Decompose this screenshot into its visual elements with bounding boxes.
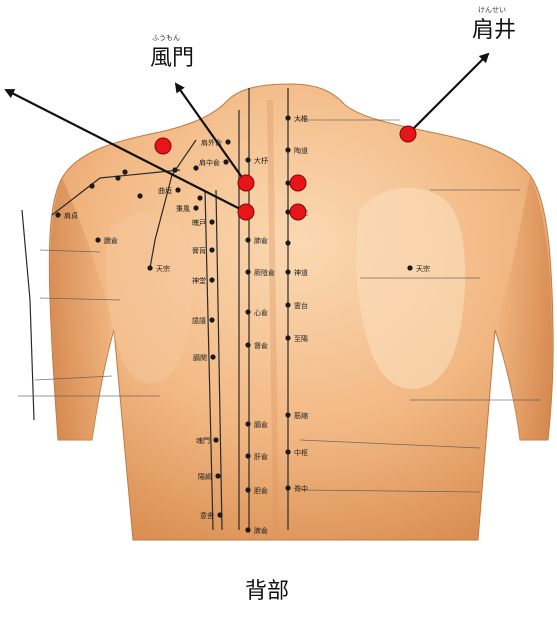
highlight-point-fumon-right (290, 204, 306, 220)
acupoint-dot (122, 169, 127, 174)
acupoint-dot (223, 159, 228, 164)
acupoint-label: 魂門 (196, 436, 210, 445)
acupoint-dot (209, 247, 214, 252)
acupoint-label: 胆兪 (254, 486, 268, 495)
acupoint-dot (193, 165, 198, 170)
acupoint-dot (95, 237, 100, 242)
acupoint-label: 意舎 (200, 511, 214, 520)
acupoint-label: 至陽 (294, 334, 308, 343)
acupoint-dot (285, 485, 290, 490)
acupoint-label: 膈兪 (254, 420, 268, 429)
highlight-point-fumon-left-upper (238, 175, 254, 191)
acupoint-dot (245, 527, 250, 532)
acupoint-dot (193, 205, 198, 210)
acupoint-dot (407, 265, 412, 270)
acupoint-label: 神道 (294, 268, 308, 277)
fumon-label: 風門 (150, 40, 194, 72)
acupoint-label: 膏肓 (192, 246, 206, 255)
acupoint-label: 陶道 (294, 146, 308, 155)
acupoint-dot (285, 240, 290, 245)
acupoint-dot (55, 212, 60, 217)
acupoint-label: 魄戸 (192, 218, 206, 227)
acupoint-label: 督兪 (254, 341, 268, 350)
acupoint-label: 陽綱 (198, 472, 212, 481)
acupoint-label: 秉風 (176, 204, 190, 213)
acupoint-dot (175, 187, 180, 192)
acupoint-dot (209, 219, 214, 224)
acupoint-label: 肩中兪 (199, 158, 220, 167)
acupoint-dot (197, 195, 202, 200)
acupoint-dot (210, 354, 215, 359)
acupoint-label: 霊台 (294, 301, 308, 310)
acupoint-dot (172, 167, 177, 172)
acupoint-dot (245, 237, 250, 242)
acupoint-dot (137, 193, 142, 198)
acupoint-dot (245, 269, 250, 274)
acupoint-label: 譩譆 (192, 316, 206, 325)
acupoint-label: 脊中 (294, 484, 308, 493)
acupoint-label: 大椎 (294, 114, 308, 123)
acupoint-label: 膈関 (193, 354, 207, 362)
highlight-point-fumon-left (238, 204, 254, 220)
acupoint-dot (285, 302, 290, 307)
acupoint-label: 筋縮 (294, 411, 308, 420)
acupoint-dot (285, 269, 290, 274)
acupoint-label: 天宗 (416, 264, 430, 273)
acupoint-dot (245, 453, 250, 458)
acupoint-dot (245, 342, 250, 347)
acupoint-dot (245, 421, 250, 426)
acupoint-dot (147, 265, 152, 270)
acupoint-label: 神堂 (192, 276, 206, 285)
acupoint-label: 天宗 (156, 264, 170, 273)
highlight-point-kensei (400, 126, 416, 142)
caption-back: 背部 (245, 573, 289, 605)
acupoint-label: 厥陰兪 (254, 268, 275, 277)
acupoint-label: 肩貞 (64, 211, 78, 220)
acupoint-dot (213, 437, 218, 442)
acupoint-dot (245, 309, 250, 314)
acupoint-label: 中枢 (294, 448, 308, 457)
acupoint-label: 肺兪 (254, 236, 268, 245)
acupoint-label: 臑兪 (104, 236, 118, 245)
kensei-label: 肩井 (472, 12, 516, 44)
acupoint-dot (209, 277, 214, 282)
acupoint-dot (285, 147, 290, 152)
acupoint-dot (217, 512, 222, 517)
acupoint-dot (215, 473, 220, 478)
acupoint-label: 曲垣 (158, 186, 172, 195)
highlight-point-shoulder-left (155, 138, 171, 154)
acupoint-dot (285, 335, 290, 340)
acupoint-dot (245, 487, 250, 492)
acupoint-label: 肝兪 (254, 452, 268, 461)
acupoint-label: 心兪 (254, 308, 268, 317)
acupoint-dot (285, 412, 290, 417)
acupoint-dot (245, 157, 250, 162)
acupoint-dot (225, 139, 230, 144)
acupoint-dot (285, 449, 290, 454)
acupoint-dot (115, 175, 120, 180)
acupoint-label: 脾兪 (254, 526, 268, 535)
acupoint-label: 肩外兪 (201, 138, 222, 147)
acupoint-dot (209, 317, 214, 322)
acupoint-label: 大杼 (254, 156, 268, 165)
acupoint-dot (89, 183, 94, 188)
acupoint-dot (285, 115, 290, 120)
highlight-point-fumon-right-upper (290, 175, 306, 191)
